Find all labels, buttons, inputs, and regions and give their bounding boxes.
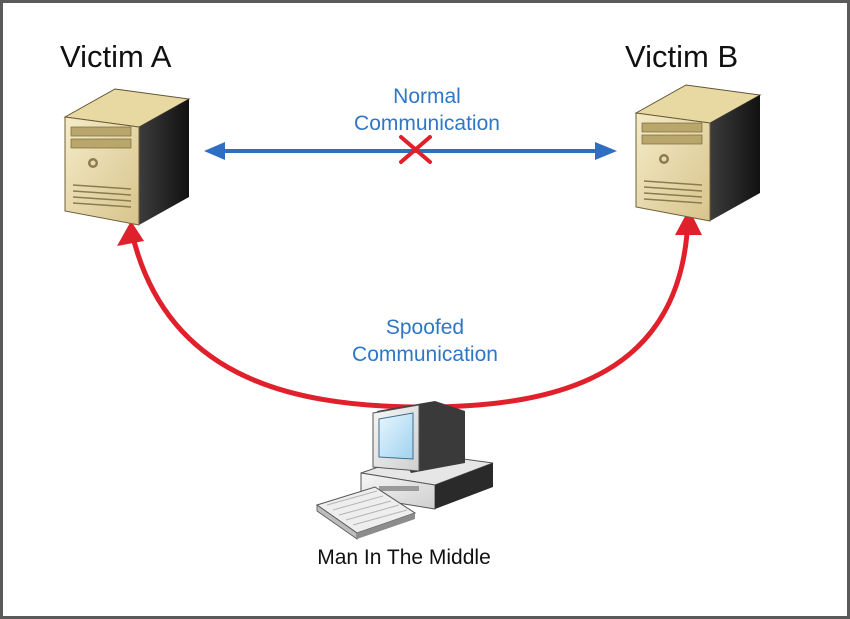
- normal-label-line2: Communication: [354, 112, 500, 135]
- normal-arrowhead-left: [204, 142, 225, 160]
- man-in-the-middle-label: Man In The Middle: [317, 546, 491, 569]
- spoofed-arrowhead-a: [117, 221, 144, 246]
- desktop-computer-icon: [315, 401, 494, 540]
- spoofed-label-line1: Spoofed: [385, 316, 465, 339]
- cross-icon: [399, 135, 432, 164]
- normal-label-line1: Normal: [393, 85, 461, 108]
- normal-communication-label: Normal Communication: [302, 83, 552, 137]
- diagram-canvas: [63, 84, 762, 540]
- spoofed-communication-arc: [128, 216, 691, 410]
- spoofed-communication-label: Spoofed Communication: [300, 314, 550, 368]
- spoofed-arrowhead-b: [675, 209, 702, 235]
- spoofed-label-line2: Communication: [352, 343, 498, 366]
- normal-arrowhead-right: [595, 142, 617, 160]
- server-icon: [634, 84, 762, 222]
- server-icon: [63, 88, 191, 226]
- victim-a-label: Victim A: [60, 39, 172, 74]
- victim-b-label: Victim B: [625, 39, 739, 74]
